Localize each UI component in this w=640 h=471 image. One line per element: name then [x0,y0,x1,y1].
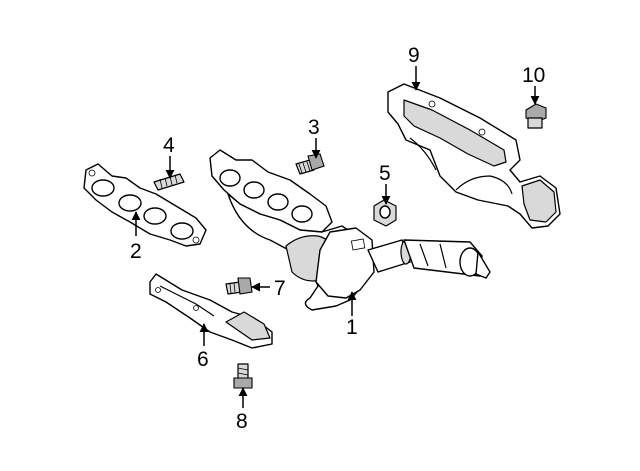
callout-8: 8 [236,410,248,433]
callout-9: 9 [408,44,420,67]
bolt-10 [525,103,547,129]
callout-4: 4 [163,134,175,157]
stud [153,173,185,191]
heat-shield [387,83,561,229]
callout-3: 3 [308,116,320,139]
callout-5: 5 [379,162,391,185]
bolt-7 [225,277,253,295]
bracket [149,273,273,349]
callout-2: 2 [130,240,142,263]
callout-10: 10 [522,64,545,87]
bolt-3 [295,153,325,175]
manifold-gasket [83,163,207,247]
bolt-8 [233,363,253,389]
callout-6: 6 [197,348,209,371]
nut [373,199,397,227]
exhaust-manifold-catalytic-converter [209,149,491,311]
callout-7: 7 [274,277,286,300]
callout-1: 1 [346,316,358,339]
